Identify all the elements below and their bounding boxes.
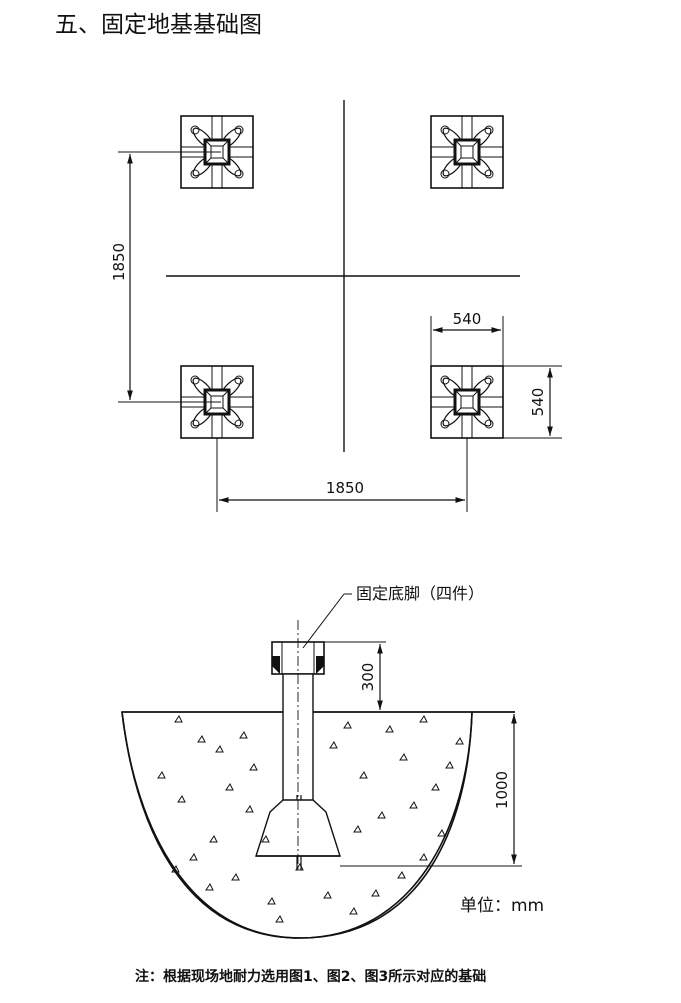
dim-spacing-vertical: 1850 xyxy=(110,243,128,281)
footnote: 注：根据现场地耐力选用图1、图2、图3所示对应的基础 xyxy=(135,968,486,985)
dim-spacing-horizontal: 1850 xyxy=(326,479,364,497)
callout-label: 固定底脚（四件） xyxy=(356,584,484,603)
foundation-pad-top-right xyxy=(429,114,505,190)
dim-pad-height: 540 xyxy=(529,388,547,417)
dim-depth: 1000 xyxy=(493,771,511,809)
unit-label: 单位：mm xyxy=(460,896,544,916)
aggregate-texture xyxy=(157,715,464,923)
dim-pad-width: 540 xyxy=(453,310,482,328)
section-view: 固定底脚（四件） 300 1000 单位：mm xyxy=(121,584,544,939)
foundation-pad-bottom-right xyxy=(429,364,505,440)
page-title: 五、固定地基基础图 xyxy=(55,12,262,38)
plan-view: 1850 1850 540 540 xyxy=(110,100,562,512)
dim-post-height: 300 xyxy=(359,663,377,692)
